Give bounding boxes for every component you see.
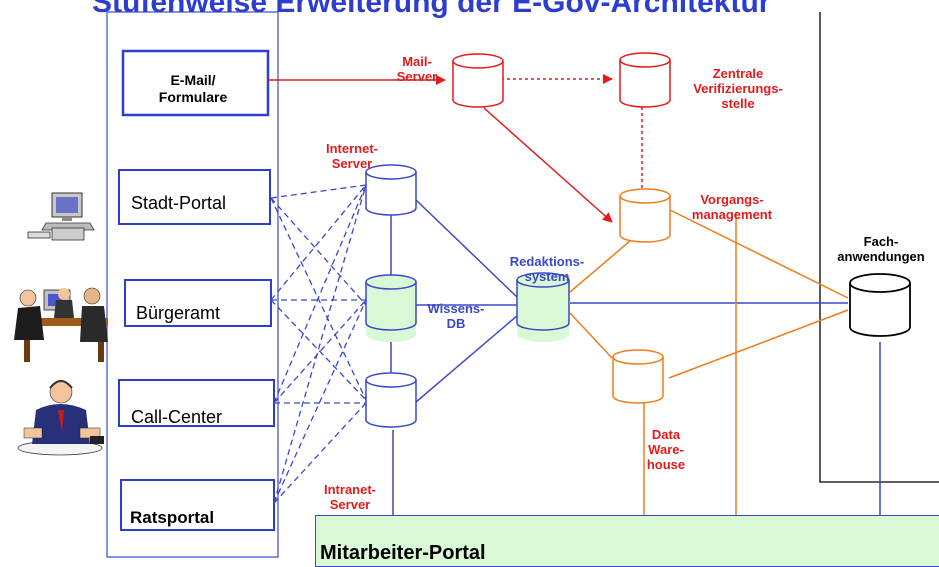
wissens-label: Wissens- DB bbox=[418, 301, 494, 331]
mail-server-line1: Mail- bbox=[402, 54, 432, 69]
intranet-server-label: Intranet- Server bbox=[305, 482, 395, 512]
vorgang-label: Vorgangs- management bbox=[672, 192, 792, 222]
mail-server-line2: Server bbox=[396, 69, 438, 84]
email-label-line2: Formulare bbox=[158, 89, 228, 105]
fach-line2: anwendungen bbox=[837, 249, 925, 264]
internet-server-line1: Internet- bbox=[326, 141, 378, 156]
fach-line1: Fach- bbox=[863, 234, 899, 249]
ratsportal-box bbox=[120, 479, 275, 531]
verification-line1: Zentrale bbox=[712, 66, 764, 81]
mitarbeiter-portal: Mitarbeiter-Portal bbox=[315, 515, 939, 567]
redaktion-line1: Redaktions- bbox=[509, 254, 585, 269]
dwh-line2: Ware- bbox=[648, 442, 684, 457]
callcenter-box bbox=[118, 379, 275, 427]
stadtportal-label: Stadt-Portal bbox=[131, 193, 227, 213]
wissens-line1: Wissens- bbox=[427, 301, 485, 316]
diagram-title: Stufenweise Erweiterung der E-Gov-Archit… bbox=[92, 0, 771, 19]
email-box bbox=[121, 49, 270, 117]
mitarbeiter-portal-label: Mitarbeiter-Portal bbox=[320, 542, 486, 564]
red-connections bbox=[268, 74, 647, 223]
internet-server-label: Internet- Server bbox=[302, 141, 402, 171]
verification-cylinder bbox=[619, 52, 671, 108]
wissens-line2: DB bbox=[446, 316, 466, 331]
buergeramt-label: Bürgeramt bbox=[136, 303, 221, 323]
email-label: E-Mail/ Formulare bbox=[128, 72, 258, 106]
redaktion-line2: system bbox=[524, 269, 570, 284]
channel-column bbox=[106, 11, 279, 558]
blue-connections bbox=[390, 199, 881, 515]
orange-connections bbox=[569, 209, 849, 515]
intranet-line2: Server bbox=[329, 497, 371, 512]
data-warehouse-cylinder bbox=[612, 349, 664, 404]
verification-line3: stelle bbox=[721, 96, 755, 111]
redaktion-cylinder bbox=[516, 272, 570, 342]
office-workers-icon bbox=[14, 287, 108, 362]
verification-line2: Verifizierungs- bbox=[693, 81, 783, 96]
vorgang-cylinder bbox=[619, 188, 671, 243]
fachanwendungen-cylinder bbox=[849, 273, 911, 337]
call-center-agent-icon bbox=[17, 380, 104, 456]
email-label-line1: E-Mail/ bbox=[170, 72, 216, 88]
intranet-line1: Intranet- bbox=[324, 482, 376, 497]
dwh-line1: Data bbox=[651, 427, 681, 442]
mail-server-label: Mail- Server bbox=[392, 54, 442, 84]
fachanwendungen-frame bbox=[819, 12, 939, 483]
vorgang-line2: management bbox=[691, 207, 773, 222]
wissens-db-cylinder bbox=[365, 274, 417, 342]
internet-server-cylinder bbox=[365, 164, 417, 216]
dashed-connections bbox=[270, 184, 367, 504]
fachanwendungen-label: Fach- anwendungen bbox=[826, 234, 936, 264]
vorgang-line1: Vorgangs- bbox=[700, 192, 764, 207]
internet-server-line2: Server bbox=[331, 156, 373, 171]
stadtportal-box bbox=[118, 169, 271, 225]
mail-server-cylinder bbox=[452, 53, 504, 108]
redaktion-label: Redaktions- system bbox=[492, 254, 602, 284]
intranet-server-cylinder bbox=[365, 372, 417, 428]
buergeramt-box bbox=[124, 279, 272, 327]
verification-label: Zentrale Verifizierungs- stelle bbox=[678, 66, 798, 111]
data-warehouse-label: Data Ware- house bbox=[636, 427, 696, 472]
computer-icon bbox=[27, 192, 95, 241]
dwh-line3: house bbox=[646, 457, 686, 472]
callcenter-label: Call-Center bbox=[131, 407, 223, 427]
ratsportal-label: Ratsportal bbox=[130, 508, 215, 527]
